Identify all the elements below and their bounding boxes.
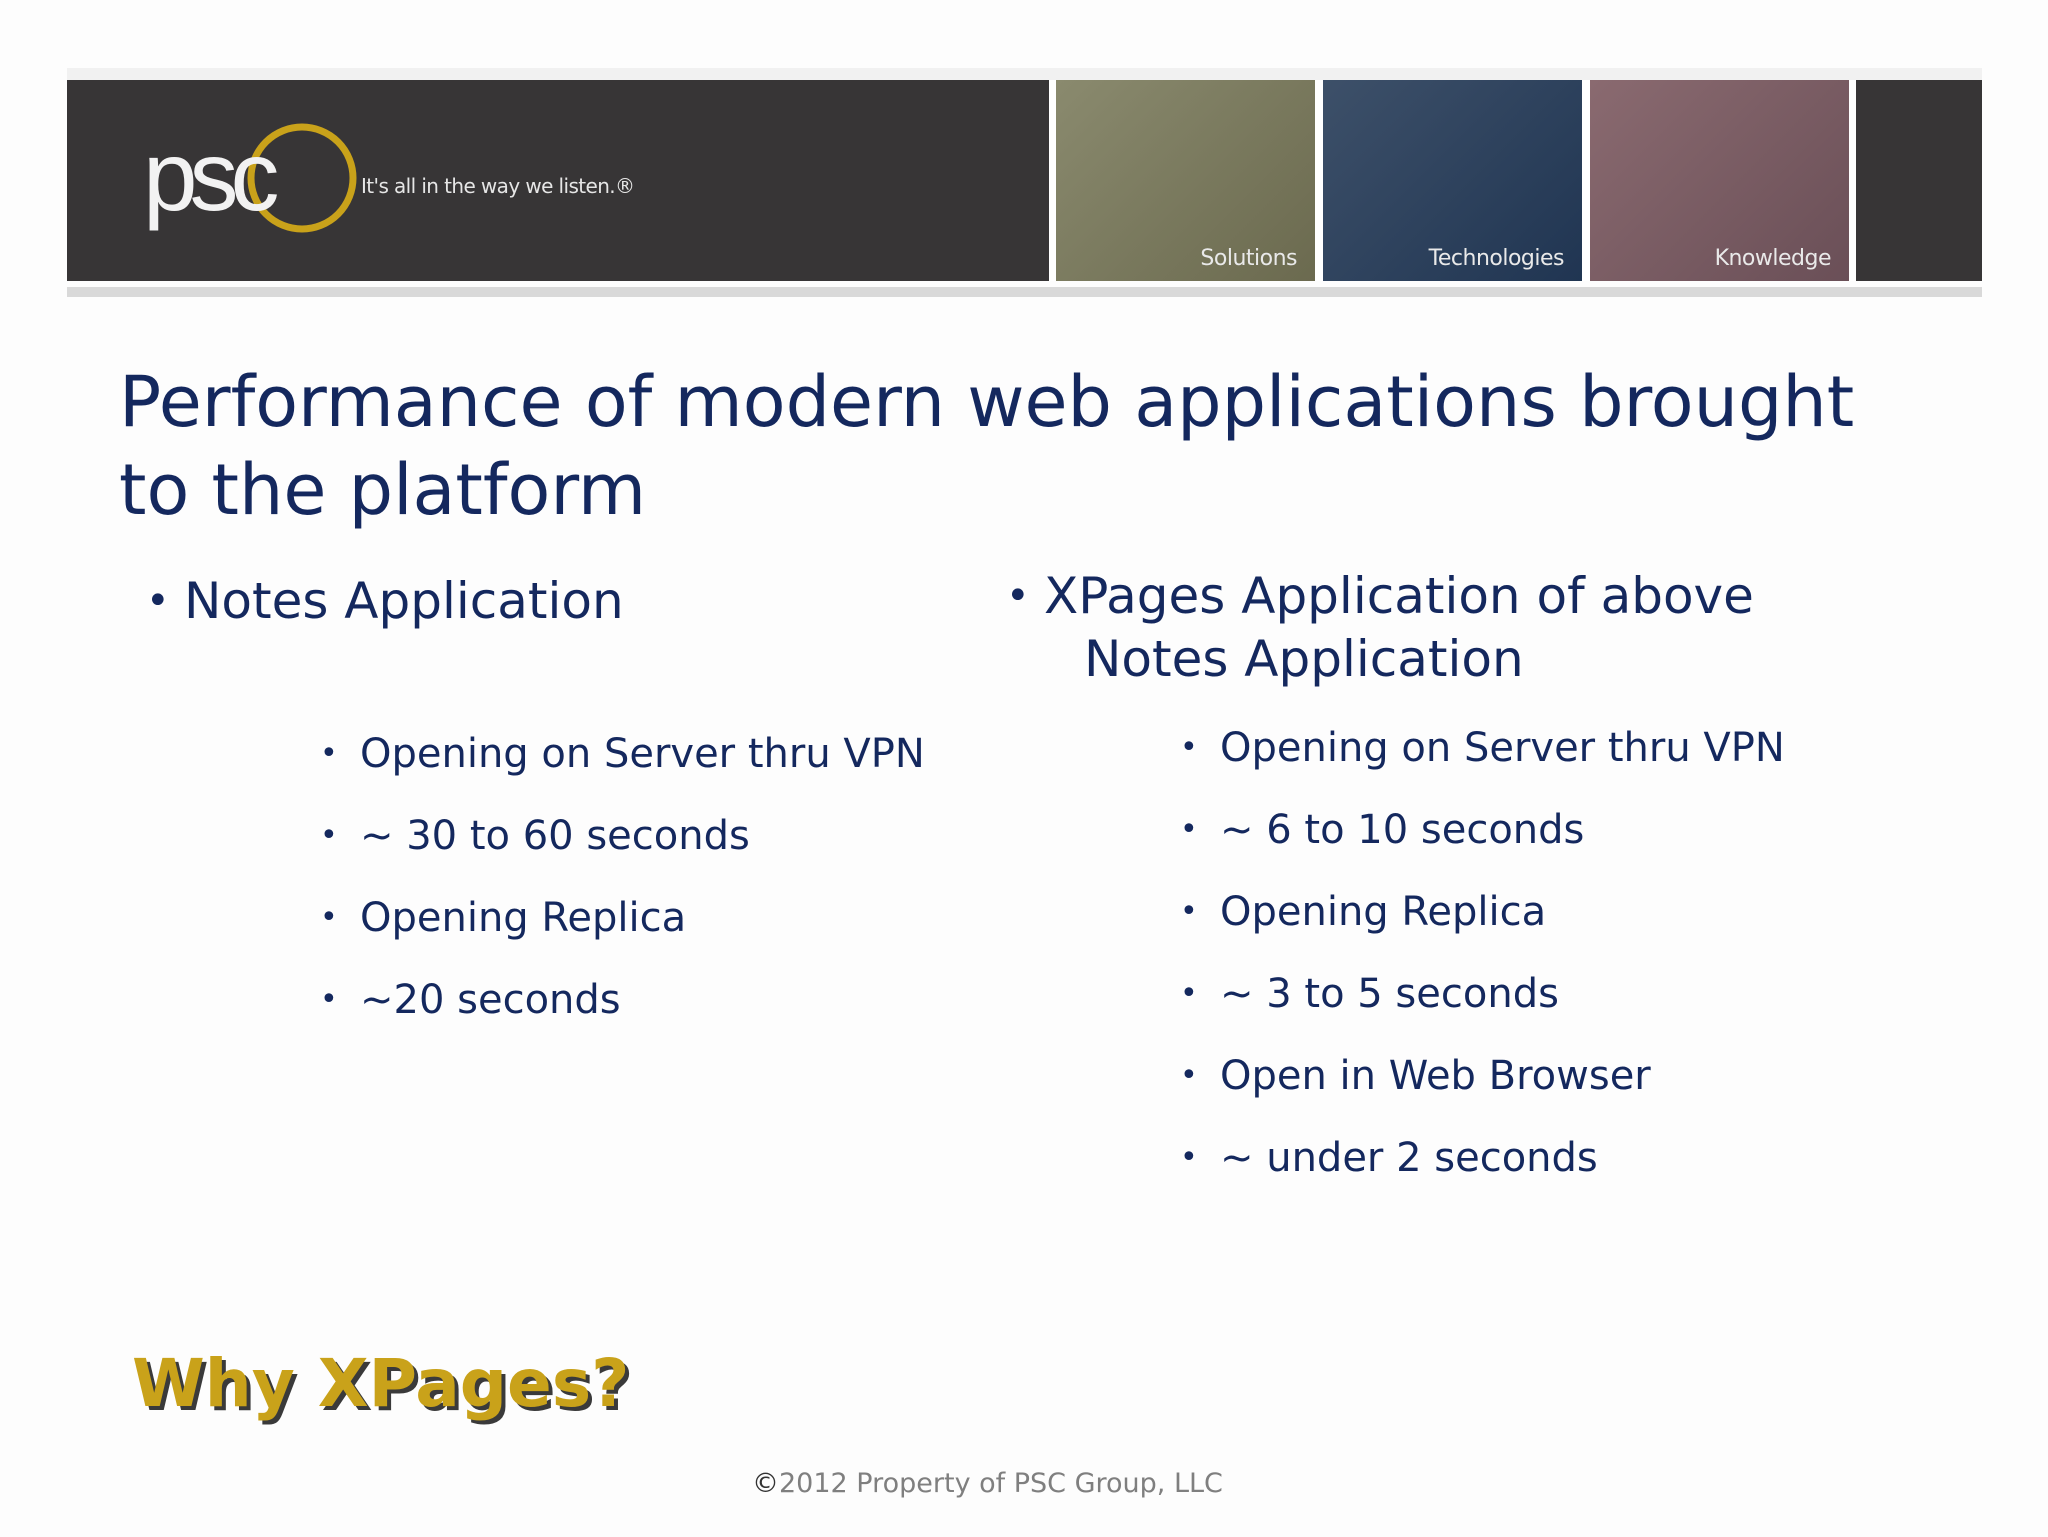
bullet: • xyxy=(1180,894,1198,929)
left-list-item-text: ~20 seconds xyxy=(360,977,621,1023)
banner-underline xyxy=(67,287,1982,297)
section-label: Why XPages? xyxy=(132,1345,630,1422)
footer: ©2012 Property of PSC Group, LLC xyxy=(752,1468,1312,1499)
right-list-item-text: ~ 3 to 5 seconds xyxy=(1220,971,1559,1017)
footer-text: 2012 Property of PSC Group, LLC xyxy=(779,1468,1223,1499)
banner-main-panel: psc It's all in the way we listen.® xyxy=(67,80,1049,281)
left-heading: • Notes Application xyxy=(146,570,624,633)
right-list-item: • ~ under 2 seconds xyxy=(1180,1133,1598,1183)
left-list-item-text: ~ 30 to 60 seconds xyxy=(360,813,750,859)
tile-solutions[interactable]: Solutions xyxy=(1056,80,1315,281)
bullet: • xyxy=(1180,1058,1198,1093)
right-list-item: • Open in Web Browser xyxy=(1180,1051,1651,1101)
bullet: • xyxy=(1180,812,1198,847)
right-list-item: • Opening on Server thru VPN xyxy=(1180,723,1785,773)
tagline: It's all in the way we listen.® xyxy=(361,174,635,198)
copyright-icon: © xyxy=(752,1468,779,1499)
left-list-item: • ~20 seconds xyxy=(320,975,621,1025)
bullet: • xyxy=(1180,1140,1198,1175)
tile-label-solutions: Solutions xyxy=(1200,246,1297,271)
bullet: • xyxy=(146,578,170,624)
bullet: • xyxy=(320,900,338,935)
psc-logo: psc xyxy=(143,121,357,233)
tile-knowledge[interactable]: Knowledge xyxy=(1590,80,1849,281)
right-heading: • XPages Application of above Notes Appl… xyxy=(1006,565,1754,691)
right-list-item: • ~ 3 to 5 seconds xyxy=(1180,969,1559,1019)
title-line-1: Performance of modern web applications b… xyxy=(119,361,1855,443)
banner-end-panel xyxy=(1856,80,1982,281)
right-list-item-text: Open in Web Browser xyxy=(1220,1053,1651,1099)
bullet: • xyxy=(1006,573,1030,619)
right-list-item-text: Opening Replica xyxy=(1220,889,1547,935)
tile-technologies[interactable]: Technologies xyxy=(1323,80,1582,281)
left-list-item: • Opening on Server thru VPN xyxy=(320,729,925,779)
left-heading-text: Notes Application xyxy=(184,572,624,630)
banner-top-line xyxy=(67,68,1982,80)
left-list-item: • ~ 30 to 60 seconds xyxy=(320,811,750,861)
bullet: • xyxy=(320,982,338,1017)
title-line-2: to the platform xyxy=(119,449,647,531)
header-banner: psc It's all in the way we listen.® Solu… xyxy=(67,80,1982,281)
tile-label-technologies: Technologies xyxy=(1428,246,1565,271)
right-list-item-text: ~ under 2 seconds xyxy=(1220,1135,1598,1181)
bullet: • xyxy=(1180,976,1198,1011)
right-list-item-text: ~ 6 to 10 seconds xyxy=(1220,807,1585,853)
bullet: • xyxy=(320,736,338,771)
left-list-item: • Opening Replica xyxy=(320,893,687,943)
bullet: • xyxy=(1180,730,1198,765)
right-heading-line-2: Notes Application xyxy=(1084,630,1524,688)
right-list-item-text: Opening on Server thru VPN xyxy=(1220,725,1785,771)
left-list-item-text: Opening Replica xyxy=(360,895,687,941)
svg-text:psc: psc xyxy=(143,121,278,231)
right-list-item: • Opening Replica xyxy=(1180,887,1547,937)
right-list-item: • ~ 6 to 10 seconds xyxy=(1180,805,1585,855)
right-heading-line-1: XPages Application of above xyxy=(1044,567,1754,625)
slide-title: Performance of modern web applications b… xyxy=(119,358,1949,534)
bullet: • xyxy=(320,818,338,853)
left-list-item-text: Opening on Server thru VPN xyxy=(360,731,925,777)
tile-label-knowledge: Knowledge xyxy=(1714,246,1832,271)
